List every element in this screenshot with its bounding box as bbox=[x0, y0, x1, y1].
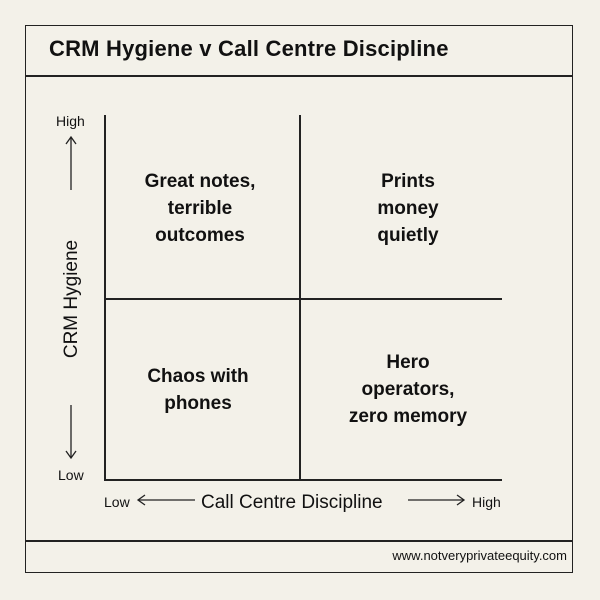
x-left-arrow-icon bbox=[136, 494, 195, 506]
vertical-divider bbox=[299, 115, 301, 480]
x-right-arrow-icon bbox=[408, 494, 466, 506]
footer-url: www.notveryprivateequity.com bbox=[392, 548, 567, 563]
diagram-title: CRM Hygiene v Call Centre Discipline bbox=[49, 36, 449, 61]
quadrant-top-right: Prints money quietly bbox=[318, 168, 498, 249]
x-axis-low-label: Low bbox=[104, 494, 130, 510]
quadrant-top-right-label: Prints money quietly bbox=[377, 171, 439, 246]
y-axis-low-label: Low bbox=[58, 467, 84, 483]
x-axis-title: Call Centre Discipline bbox=[201, 492, 383, 513]
y-down-arrow-icon bbox=[65, 405, 77, 460]
quadrant-bottom-left-label: Chaos with phones bbox=[147, 366, 249, 414]
y-axis-line bbox=[104, 115, 106, 480]
x-axis-line bbox=[104, 479, 502, 481]
quadrant-top-left: Great notes, terrible outcomes bbox=[110, 168, 290, 249]
quadrant-bottom-left: Chaos with phones bbox=[108, 363, 288, 417]
title-divider bbox=[25, 75, 573, 77]
y-axis-high-label: High bbox=[56, 113, 85, 129]
quadrant-bottom-right-label: Hero operators, zero memory bbox=[348, 352, 468, 427]
x-axis-high-label: High bbox=[472, 494, 501, 510]
quadrant-top-left-label: Great notes, terrible outcomes bbox=[144, 171, 256, 246]
quadrant-bottom-right: Hero operators, zero memory bbox=[316, 349, 500, 430]
diagram-frame bbox=[25, 25, 573, 573]
horizontal-divider bbox=[104, 298, 502, 300]
y-up-arrow-icon bbox=[65, 135, 77, 190]
footer-divider bbox=[25, 540, 573, 542]
